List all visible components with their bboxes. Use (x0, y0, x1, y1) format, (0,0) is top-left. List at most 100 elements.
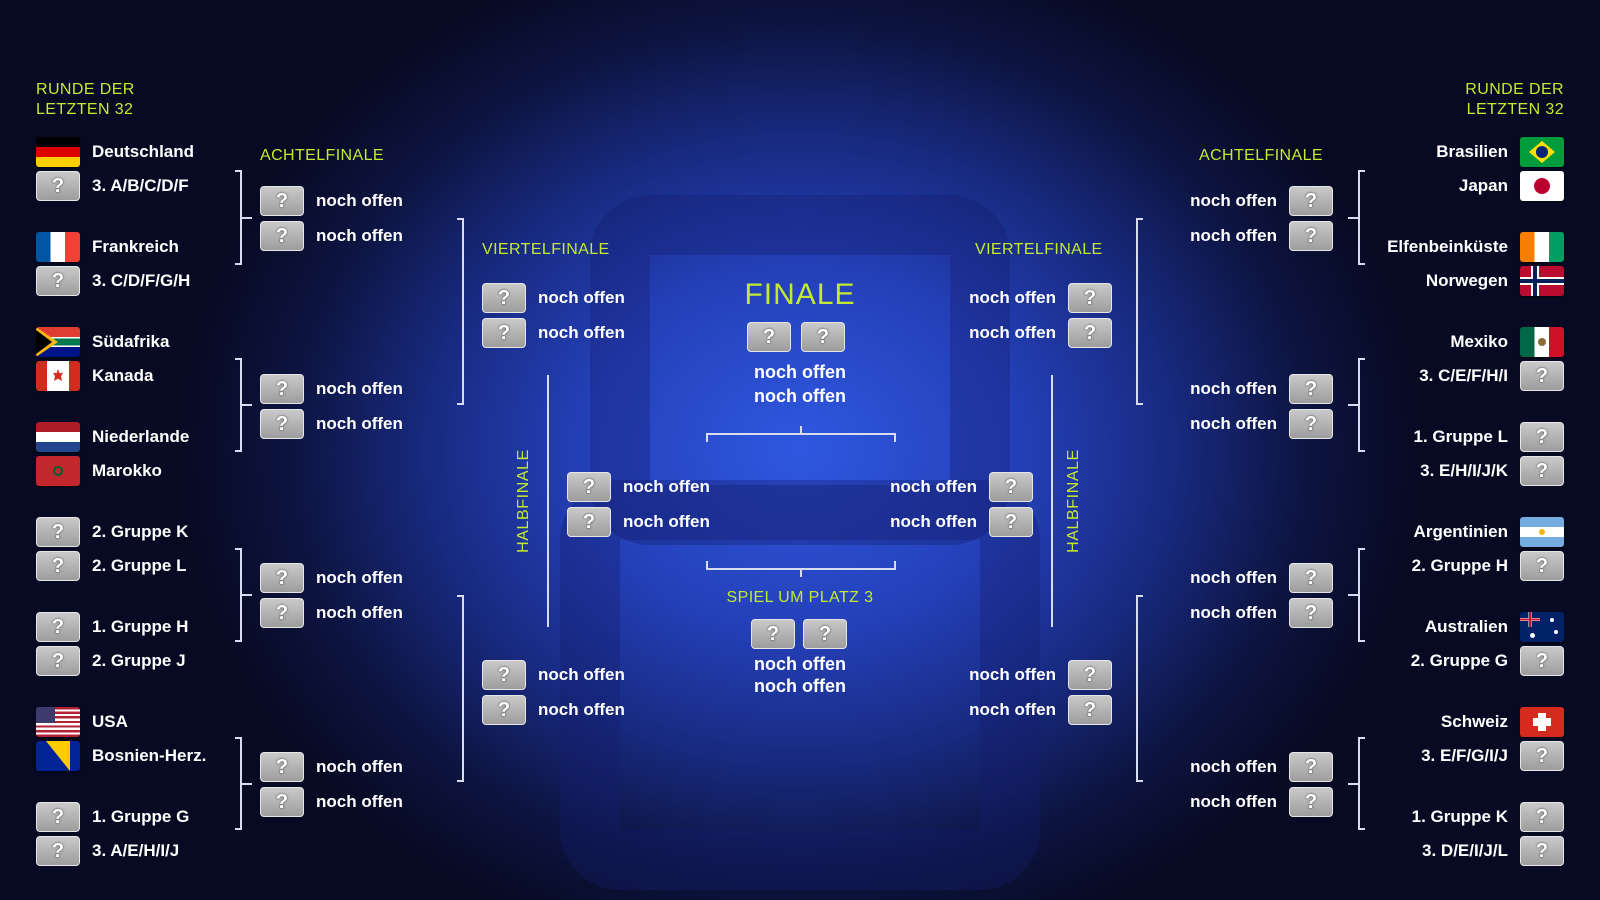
question-mark-icon: ? (1520, 361, 1564, 391)
team-right-11[interactable]: Australien (1425, 612, 1564, 642)
question-mark-icon: ? (1520, 551, 1564, 581)
team-right-3[interactable]: Elfenbeinküste (1387, 232, 1564, 262)
r16-left-slot-4[interactable]: ?noch offen (260, 409, 403, 439)
qf-right-slot-2[interactable]: ?noch offen (969, 318, 1112, 348)
team-left-13[interactable]: USA (36, 707, 128, 737)
question-mark-icon: ? (1289, 787, 1333, 817)
team-right-5[interactable]: Mexiko (1450, 327, 1564, 357)
team-right-4[interactable]: Norwegen (1426, 266, 1564, 296)
bracket-line (547, 375, 549, 627)
third-team-1-placeholder[interactable]: ? (751, 619, 795, 649)
question-mark-icon: ? (482, 318, 526, 348)
third-connector (894, 561, 896, 570)
qf-right-slot-3[interactable]: ?noch offen (969, 660, 1112, 690)
team-right-10[interactable]: ?2. Gruppe H (1412, 551, 1564, 581)
r16-left-slot-3[interactable]: ?noch offen (260, 374, 403, 404)
team-left-14[interactable]: Bosnien-Herz. (36, 741, 206, 771)
sf-right-slot-2[interactable]: ?noch offen (890, 507, 1033, 537)
r16-right-slot-3[interactable]: ?noch offen (1190, 374, 1333, 404)
sf-right-slot-1[interactable]: ?noch offen (890, 472, 1033, 502)
question-mark-icon: ? (1289, 409, 1333, 439)
qf-left-slot-2[interactable]: ?noch offen (482, 318, 625, 348)
team-right-14[interactable]: ?3. E/F/G/I/J (1421, 741, 1564, 771)
r16-right-slot-1[interactable]: ?noch offen (1190, 186, 1333, 216)
team-name: 2. Gruppe L (92, 556, 187, 575)
team-left-2[interactable]: ?3. A/B/C/D/F (36, 171, 189, 201)
team-left-7[interactable]: Niederlande (36, 422, 189, 452)
final-team-2-placeholder[interactable]: ? (801, 322, 845, 352)
third-place-placeholders: ? ? (751, 619, 847, 649)
team-name: Frankreich (92, 237, 179, 256)
r16-right-slot-8[interactable]: ?noch offen (1190, 787, 1333, 817)
question-mark-icon: ? (260, 563, 304, 593)
question-mark-icon: ? (482, 695, 526, 725)
sf-left-slot-2[interactable]: ?noch offen (567, 507, 710, 537)
team-left-11[interactable]: ?1. Gruppe H (36, 612, 188, 642)
australia-flag (1520, 612, 1564, 642)
team-left-10[interactable]: ?2. Gruppe L (36, 551, 186, 581)
team-right-12[interactable]: ?2. Gruppe G (1411, 646, 1564, 676)
r16-left-slot-5[interactable]: ?noch offen (260, 563, 403, 593)
pending-label: noch offen (890, 512, 977, 531)
team-left-5[interactable]: Südafrika (36, 327, 169, 357)
pending-label: noch offen (1190, 379, 1277, 398)
r16-right-slot-4[interactable]: ?noch offen (1190, 409, 1333, 439)
team-name: Marokko (92, 461, 162, 480)
third-connector (800, 569, 802, 577)
team-left-16[interactable]: ?3. A/E/H/I/J (36, 836, 179, 866)
question-mark-icon: ? (1520, 802, 1564, 832)
ivory-coast-flag (1520, 232, 1564, 262)
team-left-1[interactable]: Deutschland (36, 137, 194, 167)
qf-left-slot-1[interactable]: ?noch offen (482, 283, 625, 313)
team-right-1[interactable]: Brasilien (1436, 137, 1564, 167)
qf-left-slot-3[interactable]: ?noch offen (482, 660, 625, 690)
team-left-6[interactable]: Kanada (36, 361, 153, 391)
team-name: 3. D/E/I/J/L (1422, 841, 1508, 860)
r16-left-slot-6[interactable]: ?noch offen (260, 598, 403, 628)
question-mark-icon: ? (1520, 836, 1564, 866)
pending-label: noch offen (316, 414, 403, 433)
bracket-line (457, 218, 464, 405)
qf-right-slot-4[interactable]: ?noch offen (969, 695, 1112, 725)
round-label-r32-right: RUNDE DER LETZTEN 32 (1465, 81, 1564, 118)
third-team-2-placeholder[interactable]: ? (803, 619, 847, 649)
team-left-9[interactable]: ?2. Gruppe K (36, 517, 188, 547)
team-right-15[interactable]: ?1. Gruppe K (1412, 802, 1564, 832)
r16-right-slot-7[interactable]: ?noch offen (1190, 752, 1333, 782)
team-right-2[interactable]: Japan (1459, 171, 1564, 201)
sf-left-slot-1[interactable]: ?noch offen (567, 472, 710, 502)
r16-left-slot-1[interactable]: ?noch offen (260, 186, 403, 216)
bracket-line (1348, 404, 1358, 406)
team-right-9[interactable]: Argentinien (1414, 517, 1564, 547)
argentina-flag (1520, 517, 1564, 547)
question-mark-icon: ? (989, 472, 1033, 502)
bracket-line (235, 737, 242, 830)
team-left-15[interactable]: ?1. Gruppe G (36, 802, 189, 832)
pending-label: noch offen (1190, 568, 1277, 587)
team-left-8[interactable]: Marokko (36, 456, 162, 486)
team-right-7[interactable]: ?1. Gruppe L (1414, 422, 1564, 452)
france-flag (36, 232, 80, 262)
r16-left-slot-7[interactable]: ?noch offen (260, 752, 403, 782)
pending-label: noch offen (969, 665, 1056, 684)
final-team-1-placeholder[interactable]: ? (747, 322, 791, 352)
team-left-12[interactable]: ?2. Gruppe J (36, 646, 186, 676)
qf-left-slot-4[interactable]: ?noch offen (482, 695, 625, 725)
r16-left-slot-8[interactable]: ?noch offen (260, 787, 403, 817)
team-name: Argentinien (1413, 522, 1508, 541)
question-mark-icon: ? (1520, 646, 1564, 676)
r16-left-slot-2[interactable]: ?noch offen (260, 221, 403, 251)
team-left-3[interactable]: Frankreich (36, 232, 179, 262)
r16-right-slot-6[interactable]: ?noch offen (1190, 598, 1333, 628)
r16-right-slot-5[interactable]: ?noch offen (1190, 563, 1333, 593)
team-right-6[interactable]: ?3. C/E/F/H/I (1419, 361, 1564, 391)
team-right-16[interactable]: ? 3. D/E/I/J/L (1422, 836, 1564, 866)
question-mark-icon: ? (36, 646, 80, 676)
team-left-4[interactable]: ?3. C/D/F/G/H (36, 266, 190, 296)
team-right-13[interactable]: Schweiz (1441, 707, 1564, 737)
r16-right-slot-2[interactable]: ?noch offen (1190, 221, 1333, 251)
team-name: Japan (1458, 176, 1508, 195)
team-right-8[interactable]: ?3. E/H/I/J/K (1420, 456, 1564, 486)
qf-right-slot-1[interactable]: ?noch offen (969, 283, 1112, 313)
team-name: Australien (1424, 617, 1508, 636)
